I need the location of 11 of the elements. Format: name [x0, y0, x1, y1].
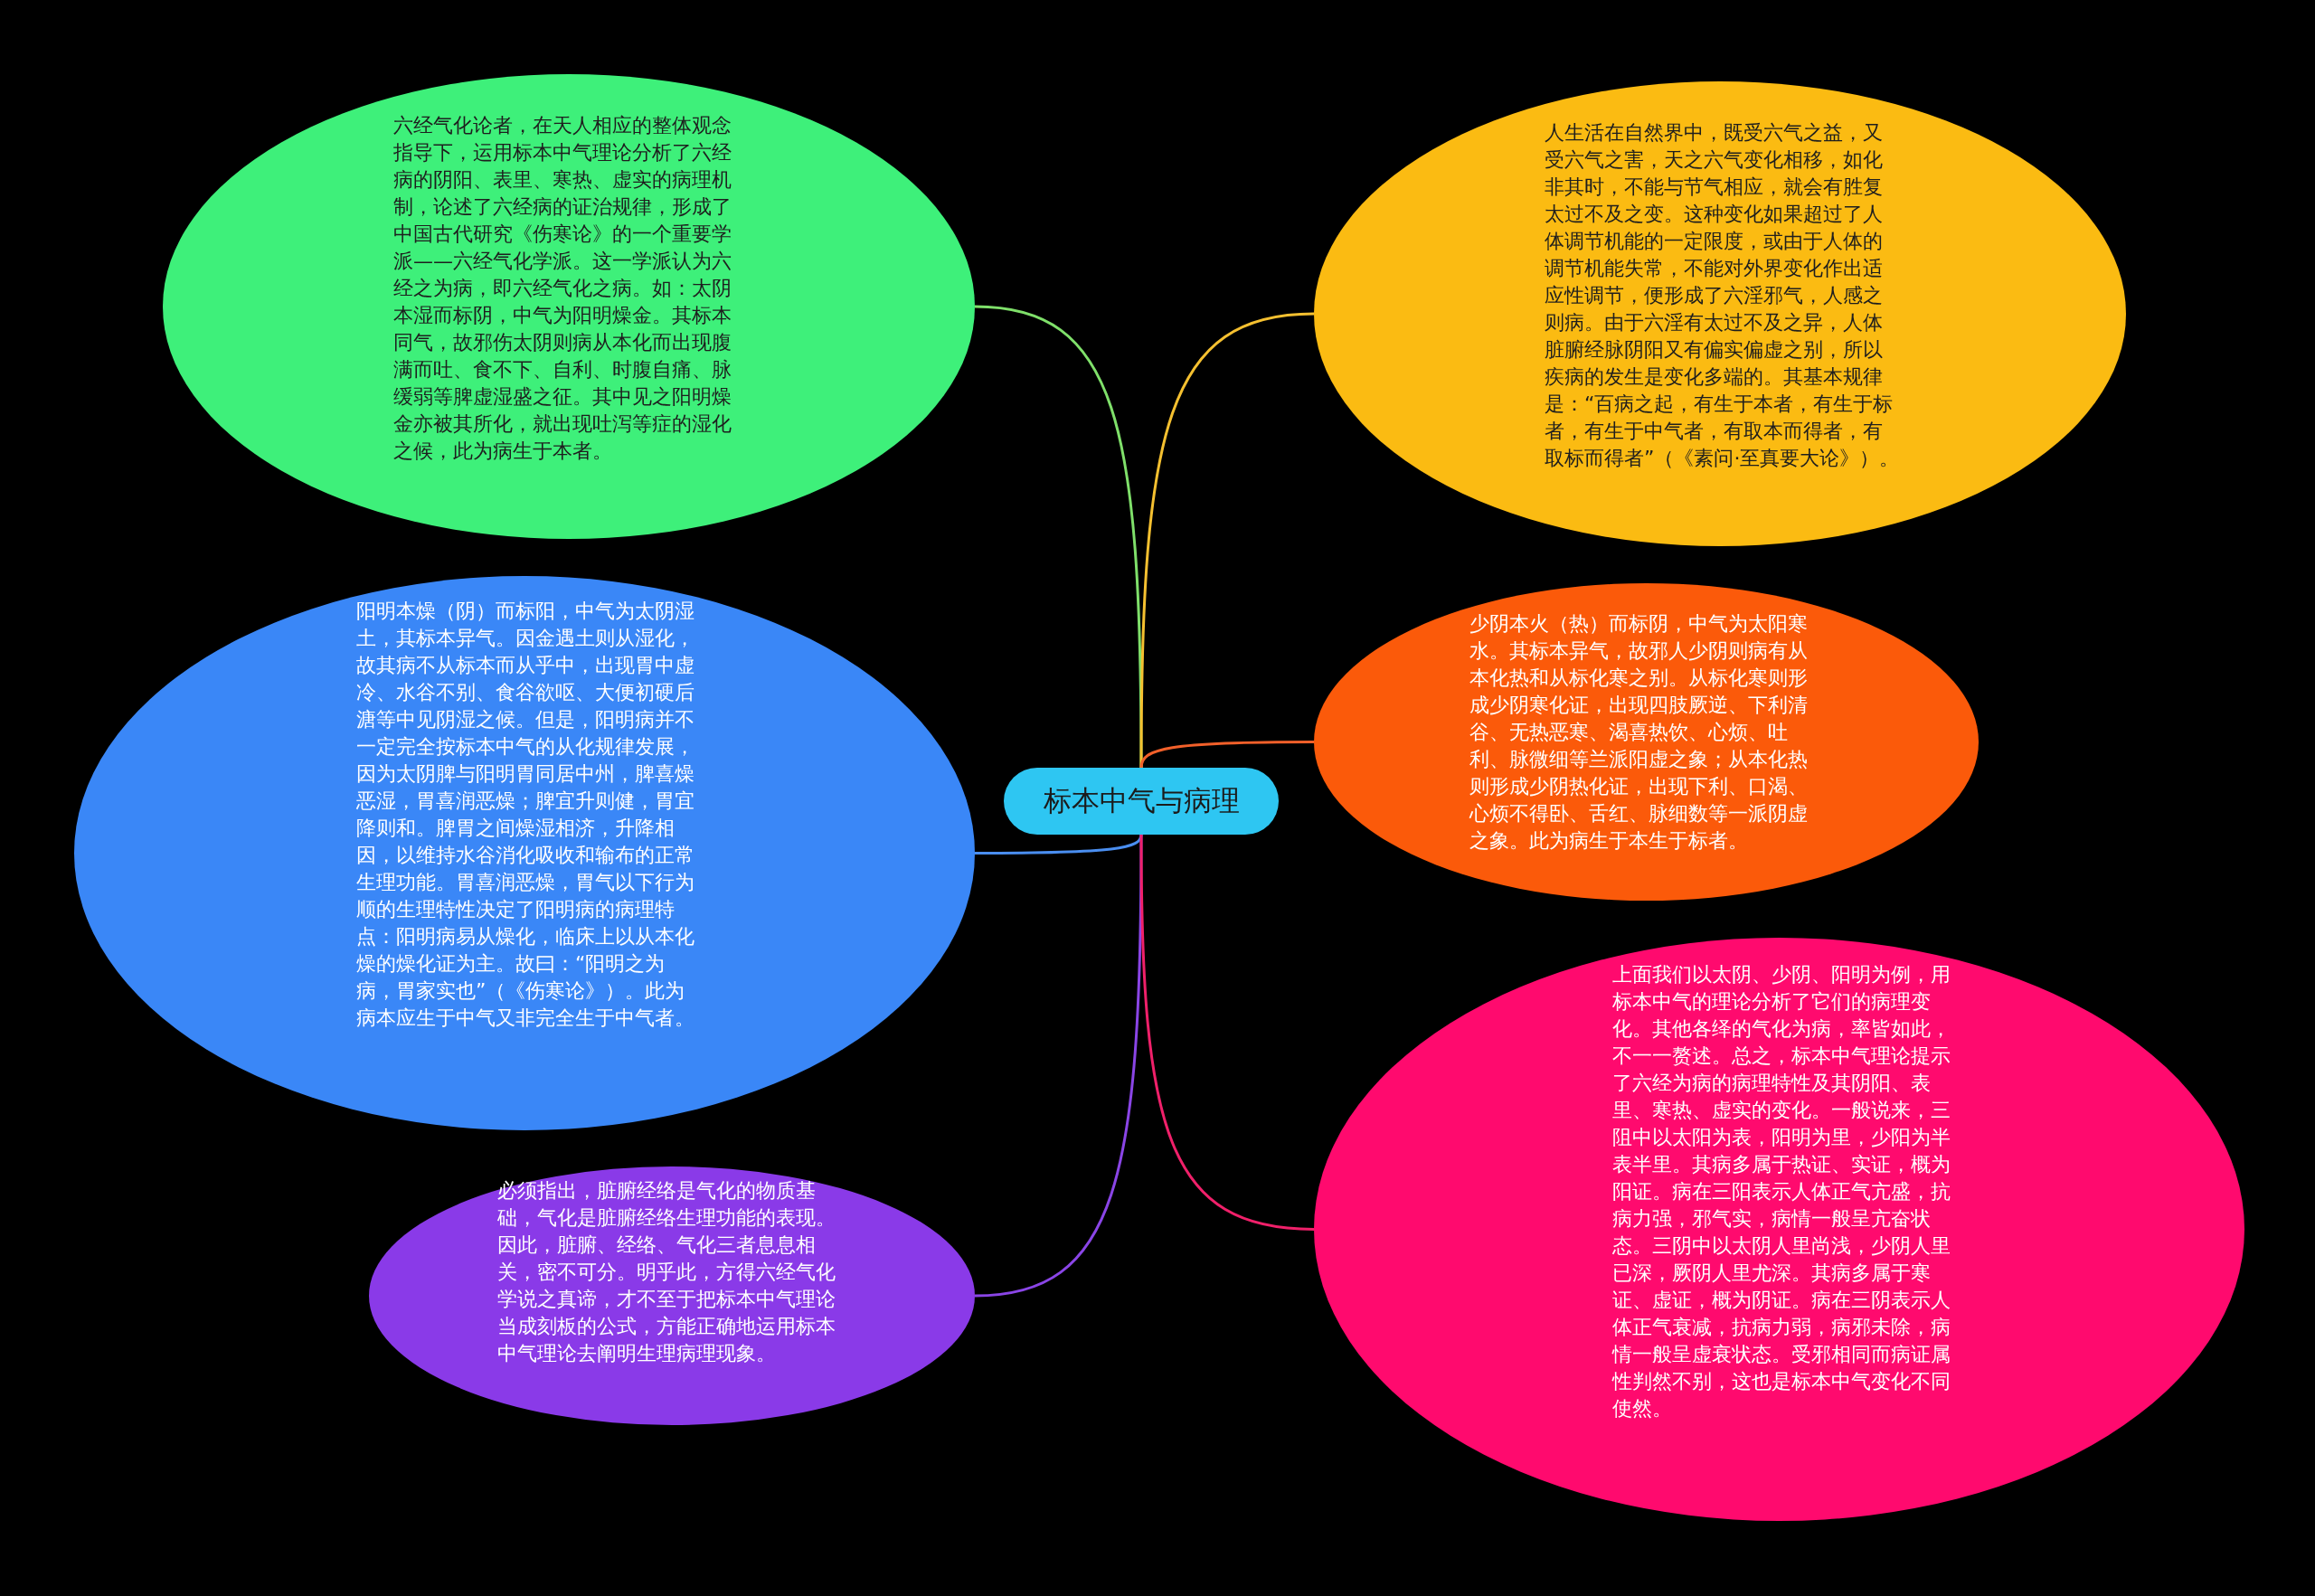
paragraph-text: 六经气化论者，在天人相应的整体观念指导下，运用标本中气理论分析了六经病的阴阳、表里、寒热、虚实的病理机制，论述了六经病的证治规律，形成了中国古代研究《伤寒论》的一个重要学派——六经气化学派。这一学派认为六经之为病，即六经气化之病。如：太阴本湿而标阴，中气为阳明燥金。其标本同气，故邪伤太阴则病从本化而出现腹满而吐、食不下、自利、时腹自痛、脉缓弱等脾虚湿盛之征。其中见之阳明燥金亦被其所化，就出现吐泻等症的湿化之候，此为病生于本者。	[393, 114, 732, 462]
paragraph-text: 少阴本火（热）而标阴，中气为太阳寒水。其标本异气，故邪人少阴则病有从本化热和从标化寒之别。从标化寒则形成少阴寒化证，出现四肢厥逆、下利清谷、无热恶寒、渴喜热饮、心烦、吐利、脉微细等兰派阳虚之象；从本化热则形成少阴热化证，出现下利、口渴、心烦不得卧、舌红、脉细数等一派阴虚之象。此为病生于本生于标者。	[1469, 612, 1808, 852]
paragraph-text: 阳明本燥（阴）而标阳，中气为太阴湿土，其标本异气。因金遇土则从湿化，故其病不从标本而从乎中，出现胃中虚冷、水谷不别、食谷欲呕、大便初硬后溏等中见阴湿之候。但是，阳明病并不一定完全按标本中气的从化规律发展，因为太阴脾与阳明胃同居中州，脾喜燥恶湿，胃喜润恶燥；脾宜升则健，胃宜降则和。脾胃之间燥湿相济，升降相因，以维持水谷消化吸收和输布的正常生理功能。胃喜润恶燥，胃气以下行为顺的生理特性决定了阳明病的病理特点：阳明病易从燥化，临床上以从本化燥的燥化证为主。故曰：“阳明之为病，胃家实也”（《伤寒论》）。此为病本应生于中气又非完全生于中气者。	[356, 600, 694, 1029]
connector-line	[974, 835, 1143, 1298]
paragraph-text: 上面我们以太阴、少阴、阳明为例，用标本中气的理论分析了它们的病理变化。其他各绎的气化为病，率皆如此，不一一赘述。总之，标本中气理论提示了六经为病的病理特性及其阴阳、表里、寒热、虚实的变化。一般说来，三阻中以太阳为表，阳明为里，少阳为半表半里。其病多属于热证、实证，概为阳证。病在三阳表示人体正气亢盛，抗病力强，邪气实，病情一般呈亢奋状态。三阴中以太阴人里尚浅，少阴人里已深，厥阴人里尤深。其病多属于寒证、虚证，概为阴证。病在三阴表示人体正气衰减，抗病力弱，病邪未除，病情一般呈虚衰状态。受邪相同而病证属性判然不别，这也是标本中气变化不同使然。	[1612, 963, 1951, 1420]
paragraph-text: 人生活在自然界中，既受六气之益，又受六气之害，天之六气变化相移，如化非其时，不能与节气相应，就会有胜复太过不及之变。这种变化如果超过了人体调节机能的一定限度，或由于人体的调节机能失常，不能对外界变化作出适应性调节，便形成了六淫邪气，人感之则病。由于六淫有太过不及之异，人体脏腑经脉阴阳又有偏实偏虚之别，所以疾病的发生是变化多端的。其基本规律是：“百病之起，有生于本者，有生于标者，有生于中气者，有取本而得者，有取标而得者”（《素问·至真要大论》）。	[1545, 121, 1900, 469]
connector-line	[1139, 741, 1314, 769]
paragraph-text: 必须指出，脏腑经络是气化的物质基础，气化是脏腑经络生理功能的表现。因此，脏腑、经络、气化三者息息相关，密不可分。明乎此，方得六经气化学说之真谛，才不至于把标本中气理论当成刻板的公式，方能正确地运用标本中气理论去阐明生理病理现象。	[497, 1179, 836, 1365]
connector-line	[1139, 835, 1315, 1231]
connector-line	[1139, 312, 1315, 768]
topic-text: 标本中气与病理	[1043, 783, 1240, 818]
